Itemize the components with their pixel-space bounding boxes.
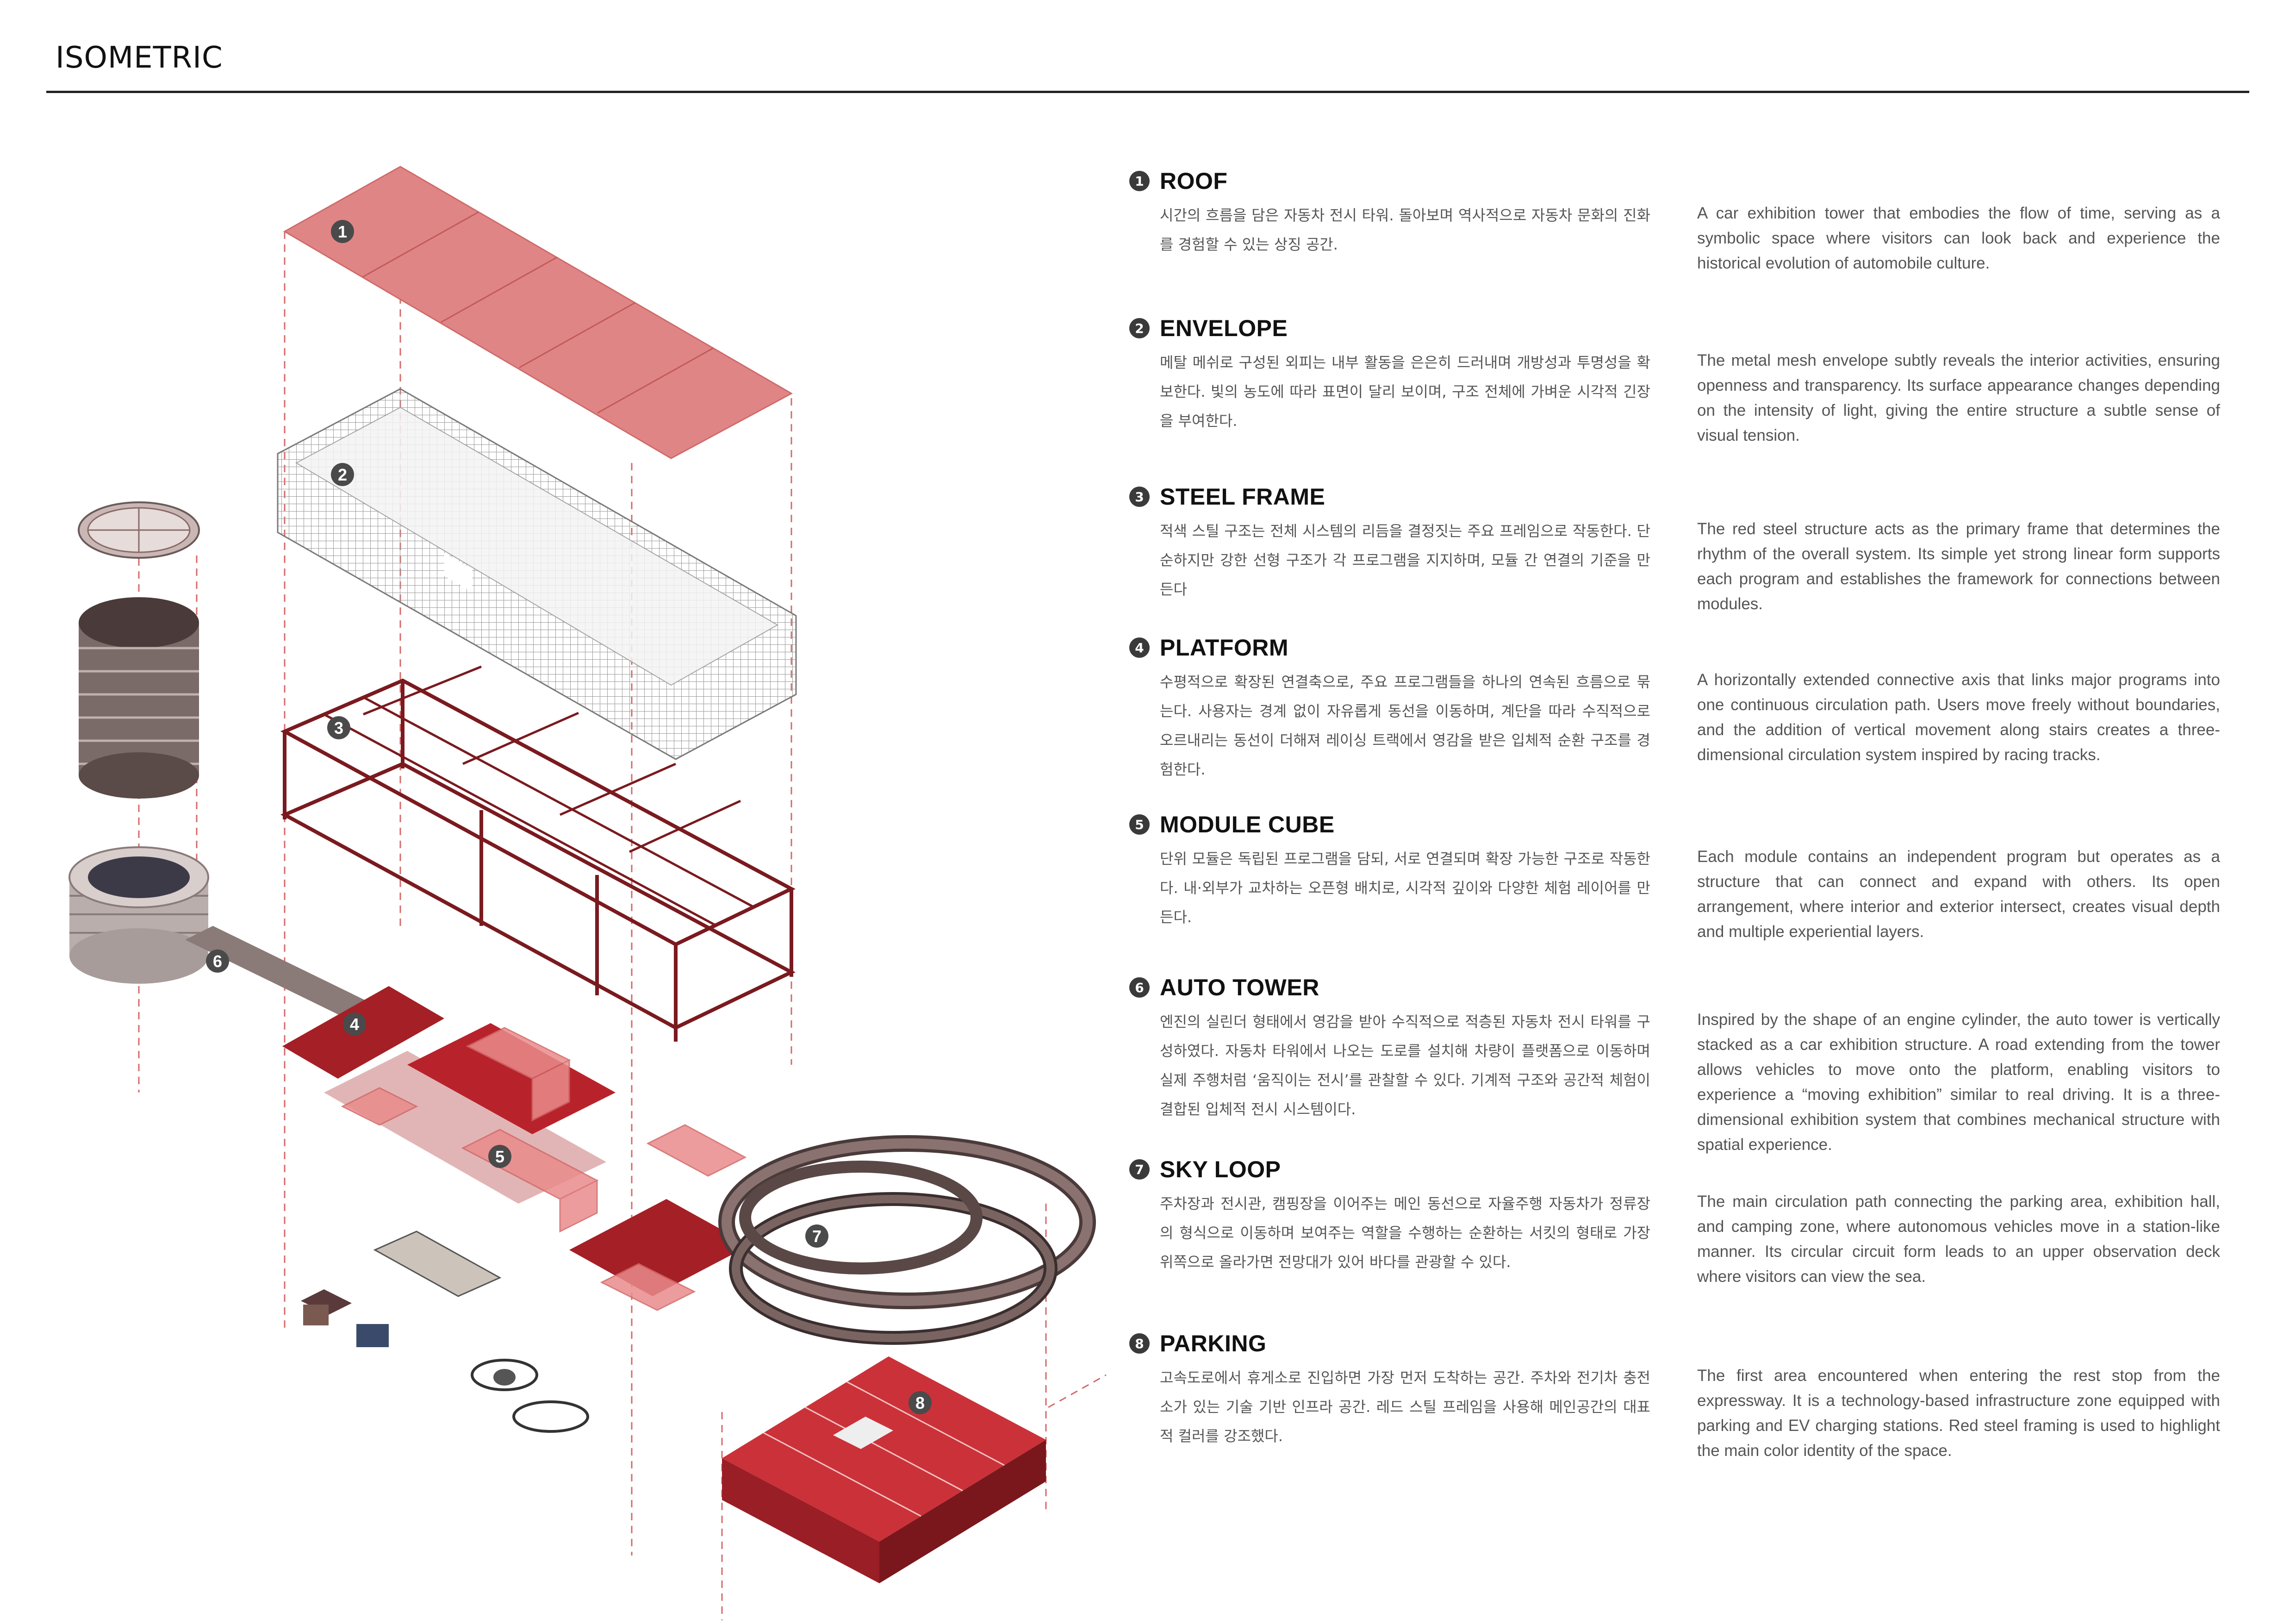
marker-circle-2 [331, 463, 354, 486]
marker-circle-5 [488, 1145, 511, 1168]
section-number-badge: 6 [1129, 977, 1150, 998]
auto-tower-layer [68, 501, 403, 1032]
marker-circle-4 [343, 1012, 366, 1036]
marker-label-2: 2 [338, 465, 347, 484]
section-heading: 5 MODULE CUBE [1129, 811, 1335, 838]
section-description-korean: 주차장과 전시관, 캠핑장을 이어주는 메인 동선으로 자율주행 자동차가 정류… [1160, 1195, 1650, 1271]
section-description-korean: 엔진의 실린더 형태에서 영감을 받아 수직적으로 적층된 자동차 전시 타워를… [1160, 1013, 1650, 1118]
camping-cluster [301, 1230, 589, 1433]
sky-loop-layer [718, 1135, 1096, 1345]
section-number-badge: 1 [1129, 171, 1150, 191]
section-title: SKY LOOP [1160, 1156, 1281, 1182]
section-description-korean: 단위 모듈은 독립된 프로그램을 담되, 서로 연결되며 확장 가능한 구조로 … [1160, 850, 1650, 926]
marker-label-1: 1 [338, 222, 347, 241]
marker-label-8: 8 [915, 1393, 925, 1412]
section-title: STEEL FRAME [1160, 484, 1325, 510]
envelope-layer [277, 388, 797, 813]
section-heading: 7 SKY LOOP [1129, 1156, 1281, 1183]
section-title: ROOF [1160, 168, 1228, 194]
section-number-badge: 2 [1129, 318, 1150, 338]
section-description-english: The metal mesh envelope subtly reveals t… [1697, 351, 2220, 444]
marker-label-6: 6 [213, 952, 222, 971]
title-divider [46, 91, 2249, 93]
section-description-korean: 수평적으로 확장된 연결축으로, 주요 프로그램들을 하나의 연속된 흐름으로 … [1160, 673, 1650, 778]
section-title: ENVELOPE [1160, 315, 1288, 341]
section-number-badge: 4 [1129, 637, 1150, 658]
section-description-english: The main circulation path connecting the… [1697, 1193, 2220, 1286]
section-description-english: The first area encountered when entering… [1697, 1367, 2220, 1460]
section-title: PARKING [1160, 1330, 1267, 1356]
section-number-badge: 3 [1129, 487, 1150, 507]
section-number-badge: 8 [1129, 1333, 1150, 1354]
roof-layer [283, 166, 793, 459]
marker-label-5: 5 [495, 1147, 504, 1166]
section-description-english: Each module contains an independent prog… [1697, 848, 2220, 941]
section-description-korean: 적색 스틸 구조는 전체 시스템의 리듬을 결정짓는 주요 프레임으로 작동한다… [1160, 522, 1650, 598]
marker-label-3: 3 [334, 718, 343, 737]
section-number-badge: 5 [1129, 814, 1150, 835]
section-description-english: A car exhibition tower that embodies the… [1697, 204, 2220, 272]
section-title: AUTO TOWER [1160, 974, 1319, 1000]
page-title: ISOMETRIC [56, 41, 223, 75]
section-title: PLATFORM [1160, 635, 1289, 661]
number-markers: 1 2 3 4 5 6 7 8 [206, 220, 932, 1414]
marker-circle-6 [206, 949, 229, 973]
section-description-english: The red steel structure acts as the prim… [1697, 520, 2220, 613]
section-description-english: A horizontally extended connective axis … [1697, 671, 2220, 764]
platform-module-layer [282, 986, 750, 1311]
section-heading: 2 ENVELOPE [1129, 315, 1288, 342]
section-description-english: Inspired by the shape of an engine cylin… [1697, 1011, 2220, 1154]
section-title: MODULE CUBE [1160, 812, 1335, 837]
marker-circle-7 [805, 1224, 828, 1248]
marker-circle-1 [331, 220, 354, 243]
parking-layer [722, 1356, 1046, 1583]
section-description-korean: 메탈 메쉬로 구성된 외피는 내부 활동을 은은히 드러내며 개방성과 투명성을… [1160, 354, 1650, 430]
section-heading: 3 STEEL FRAME [1129, 483, 1325, 510]
section-heading: 8 PARKING [1129, 1330, 1266, 1357]
marker-circle-8 [908, 1391, 932, 1414]
section-heading: 4 PLATFORM [1129, 634, 1288, 661]
isometric-diagram: 1 2 3 4 5 6 7 8 [68, 166, 1107, 1620]
section-number-badge: 7 [1129, 1159, 1150, 1180]
steel-frame-layer [280, 665, 796, 1042]
marker-label-4: 4 [350, 1015, 359, 1034]
section-description-korean: 시간의 흐름을 담은 자동차 전시 타워. 돌아보며 역사적으로 자동차 문화의… [1160, 206, 1650, 253]
section-heading: 6 AUTO TOWER [1129, 974, 1319, 1001]
section-description-korean: 고속도로에서 휴게소로 진입하면 가장 먼저 도착하는 공간. 주차와 전기차 … [1160, 1369, 1650, 1445]
marker-label-7: 7 [812, 1227, 821, 1246]
section-heading: 1 ROOF [1129, 168, 1227, 194]
marker-circle-3 [327, 716, 350, 739]
